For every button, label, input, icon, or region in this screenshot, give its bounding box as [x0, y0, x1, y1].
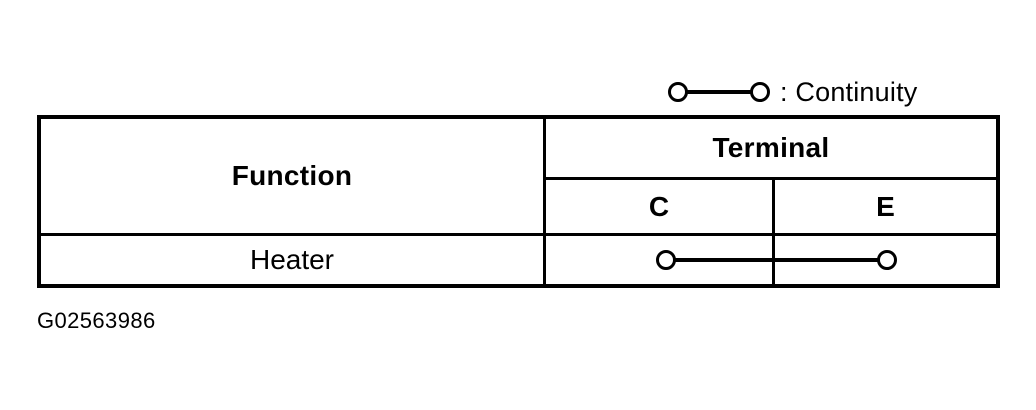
- table-row-continuity-cell: [546, 236, 996, 284]
- row-continuity-line: [672, 258, 881, 262]
- column-header-terminal-e: E: [876, 190, 895, 222]
- column-header-function: Function: [231, 160, 353, 191]
- row-terminal-node-e-icon: [877, 250, 897, 270]
- table-row-function-label: Heater: [249, 244, 335, 275]
- continuity-legend-label: : Continuity: [780, 76, 918, 107]
- table-divider-header-body: [41, 233, 996, 236]
- terminal-node-right-icon: [750, 82, 770, 102]
- row-continuity-symbol-icon: [656, 248, 897, 272]
- row-terminal-node-c-icon: [656, 250, 676, 270]
- continuity-legend: : Continuity: [668, 72, 917, 112]
- column-header-terminal: Terminal: [712, 132, 830, 163]
- table-divider-function-terminal: [543, 119, 546, 284]
- column-header-terminal-c: C: [648, 190, 670, 222]
- continuity-table: Function Terminal C E Heater: [37, 115, 1000, 288]
- figure-caption: G02563986: [37, 308, 156, 333]
- continuity-symbol-icon: [668, 80, 770, 104]
- table-divider-terminal-subheader: [543, 177, 996, 180]
- table-divider-c-e: [772, 177, 775, 284]
- continuity-line: [684, 90, 754, 94]
- terminal-node-left-icon: [668, 82, 688, 102]
